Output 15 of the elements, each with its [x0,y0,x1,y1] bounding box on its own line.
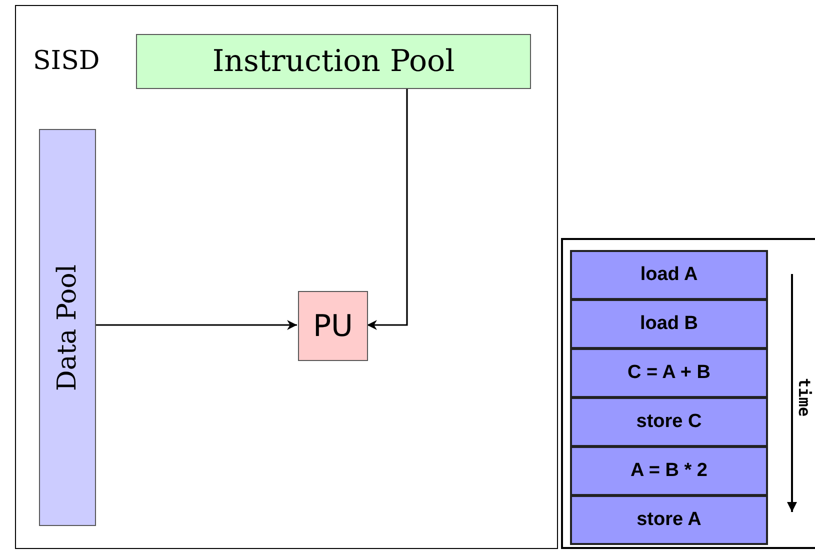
panel-frame [561,238,815,549]
instruction-cell: store A [570,495,768,545]
arrow [367,88,408,330]
pool-box: Data Pool [39,129,96,526]
processing-unit-box: PU [298,291,368,361]
axis-label: time [796,378,812,417]
instruction-cell: load B [570,299,768,349]
pool-box: Instruction Pool [136,34,531,89]
instruction-cell: A = B * 2 [570,446,768,496]
arrow [95,320,297,330]
panel-frame [15,5,558,549]
panel-title: SISD [33,48,100,74]
instruction-cell: C = A + B [570,348,768,398]
instruction-cell: load A [570,250,768,300]
instruction-cell: store C [570,397,768,447]
